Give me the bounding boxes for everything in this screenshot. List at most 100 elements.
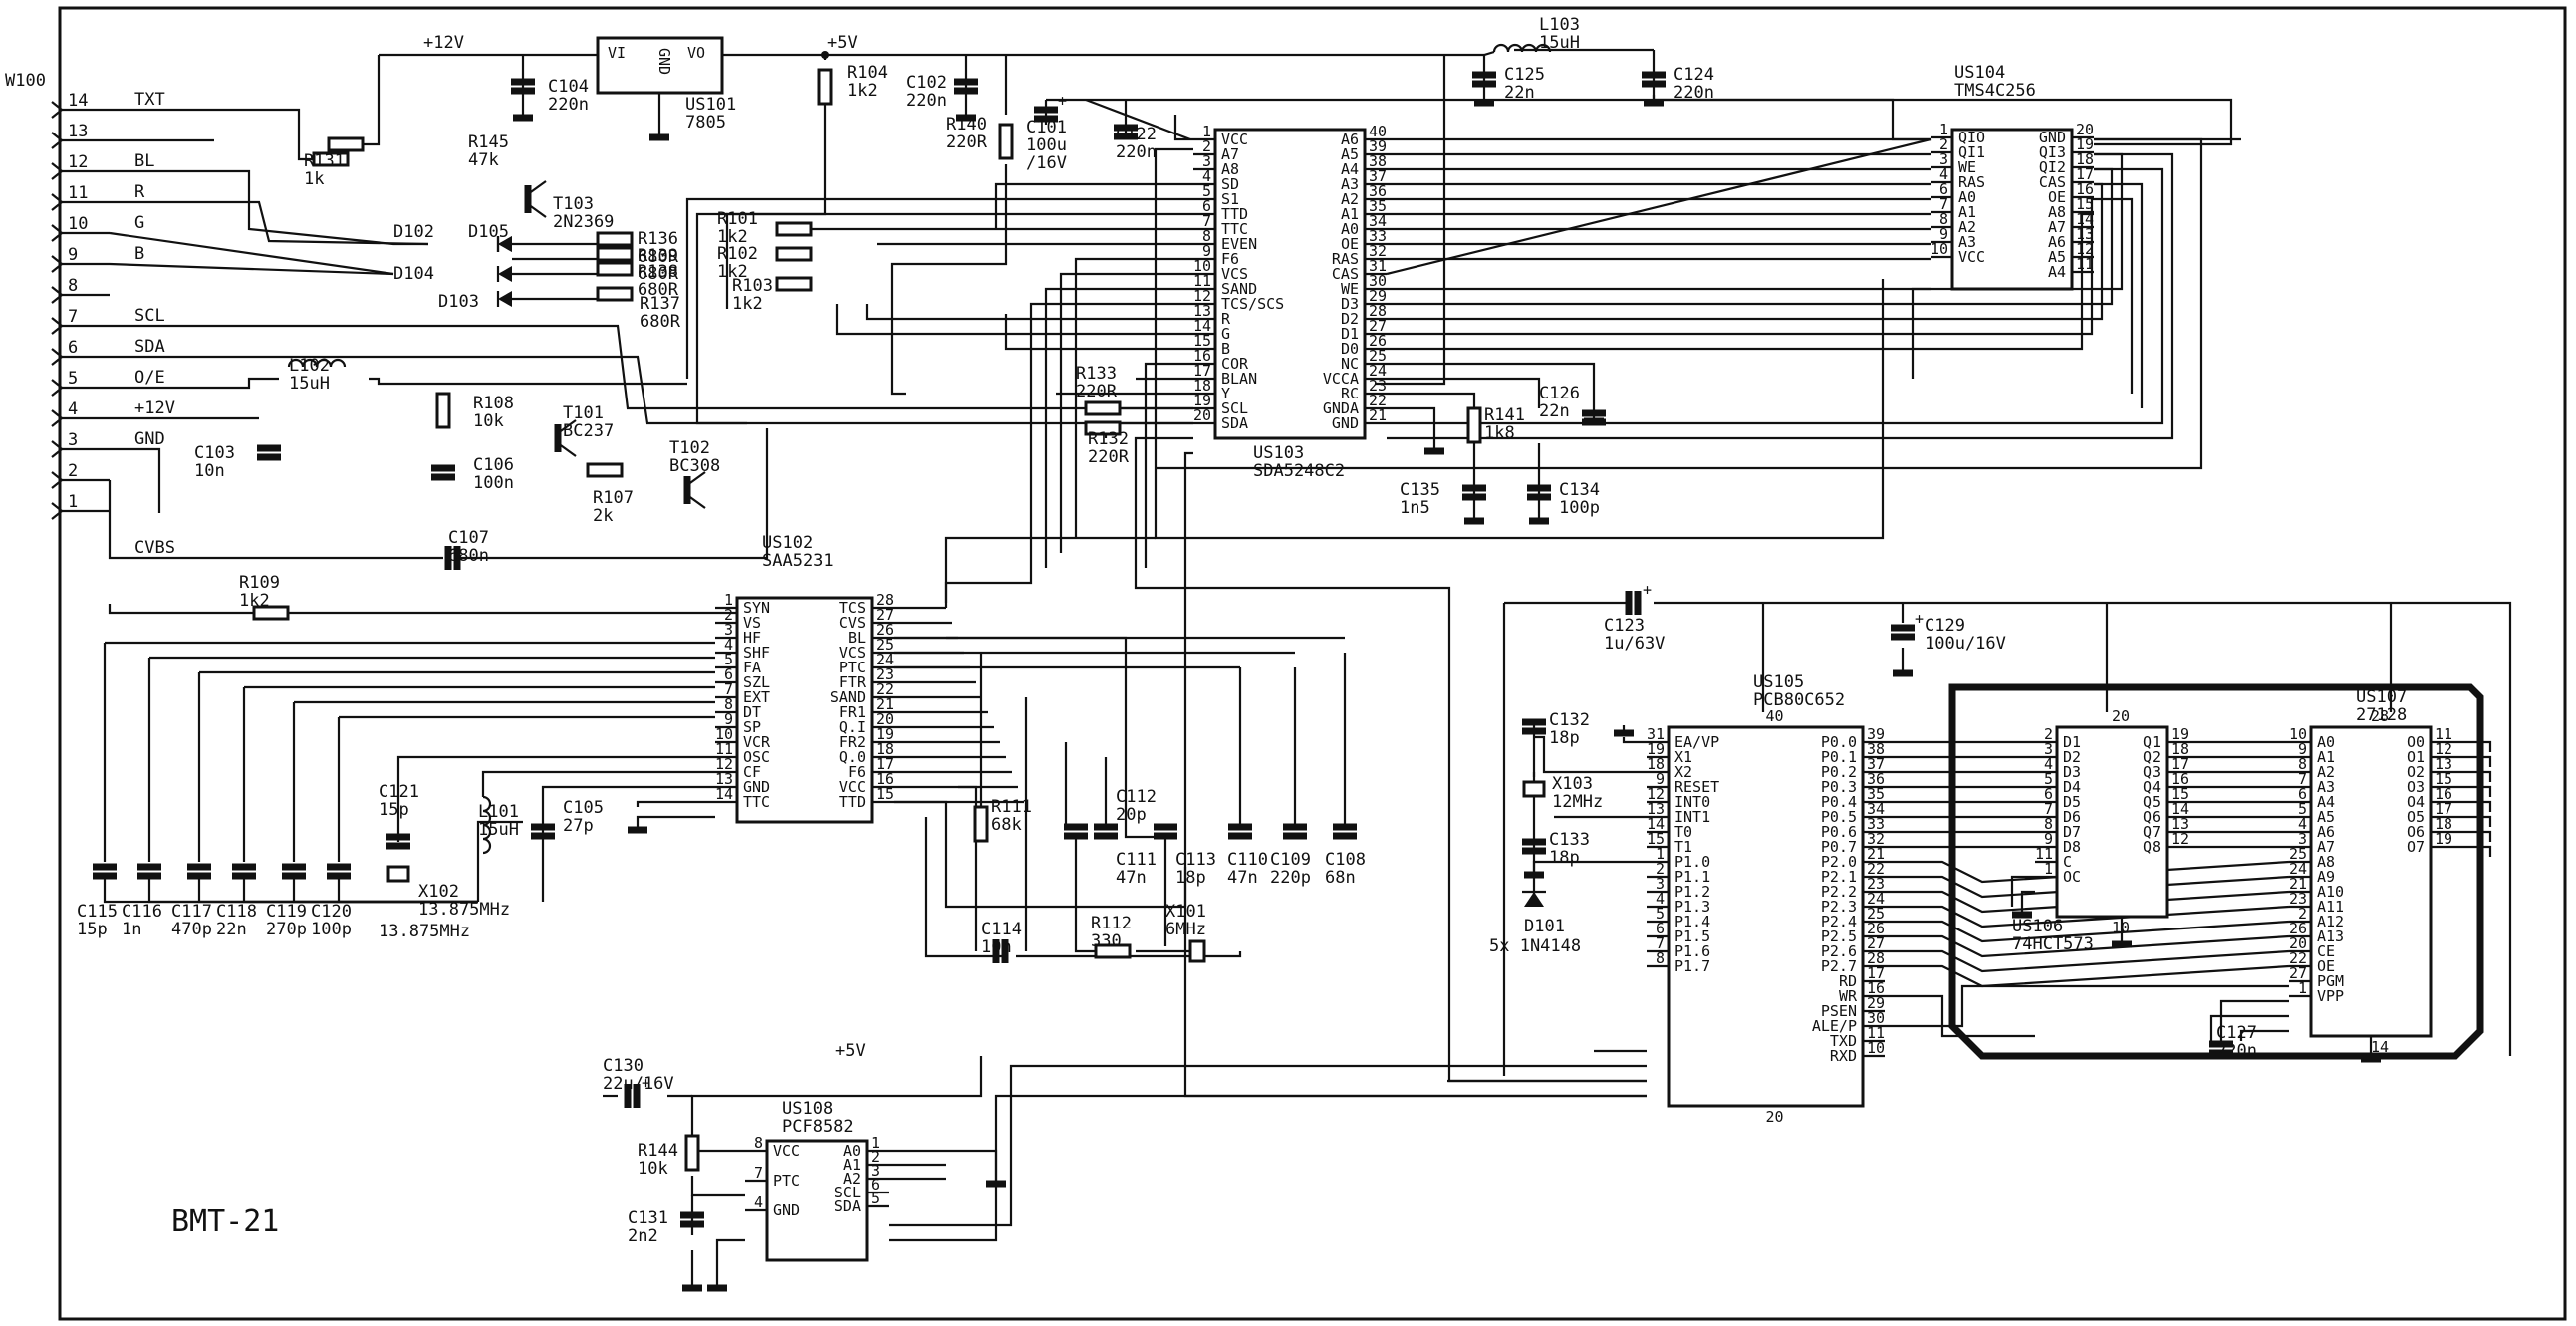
us103-pin-number: 16: [1193, 347, 1211, 365]
r136-value: 680R: [638, 247, 679, 267]
us107-pin-number: 16: [2435, 785, 2452, 803]
r107-value: 2k: [593, 506, 613, 526]
us103-pin-number: 21: [1369, 406, 1387, 424]
wire: [541, 785, 715, 902]
us104-pin-name: WE: [1958, 158, 1976, 176]
us105-pin-name: TXD: [1830, 1032, 1857, 1050]
diode: [498, 291, 512, 307]
us106-pin-name: Q8: [2143, 838, 2161, 856]
us104-pin-name: OE: [2048, 188, 2066, 206]
us103-pin-name: Y: [1221, 385, 1230, 402]
r112-resistor: [1094, 943, 1132, 959]
us105-pin-number: 22: [1867, 860, 1885, 878]
us106-pin-number: 6: [2044, 785, 2053, 803]
us105-pin-number: 10: [1867, 1039, 1885, 1057]
us104-pin-number: 19: [2076, 135, 2094, 153]
us102-pin-name: FTR: [839, 673, 867, 691]
us108-part: PCF8582: [782, 1117, 854, 1137]
us102-pin-number: 26: [876, 621, 894, 639]
wire: [890, 164, 1008, 396]
us102-pin-number: 11: [715, 740, 733, 758]
us107-pin-number: 9: [2298, 740, 2307, 758]
wire: [2452, 785, 2492, 797]
us102-pin-number: 20: [876, 710, 894, 728]
c113-value: 18p: [1175, 868, 1206, 888]
us102-pin-number: 22: [876, 680, 894, 698]
us102-pin-name: FR1: [839, 703, 866, 721]
wire: [1156, 137, 2203, 470]
connector-pin-name: +12V: [134, 398, 175, 418]
us105-pin-number: 25: [1867, 905, 1885, 923]
wire: [1059, 272, 1193, 553]
t102-ref: T102: [669, 438, 710, 458]
wire: [1532, 860, 1647, 887]
us108-ref: US108: [782, 1099, 833, 1119]
us105-pin-number: 40: [1766, 707, 1784, 725]
us103-pin-name: SDA: [1221, 414, 1248, 432]
connector-pin-name: SDA: [134, 337, 165, 357]
us105-pin-name: P2.2: [1821, 883, 1857, 901]
wire: [2020, 890, 2035, 907]
us105-pin-number: 27: [1867, 934, 1885, 952]
us102-pin-number: 1: [724, 591, 733, 609]
r137-value: 680R: [640, 312, 681, 332]
wire: [1885, 934, 2290, 958]
us107-pin-name: O6: [2407, 823, 2425, 841]
c104-ref: C104: [548, 77, 589, 97]
us102-pin-number: 3: [724, 621, 733, 639]
l102-ref: L102: [289, 356, 330, 376]
us103-pin-name: R: [1221, 310, 1231, 328]
us105-pin-name: P2.4: [1821, 913, 1857, 930]
wire: [715, 1238, 745, 1280]
c116-ref: C116: [122, 902, 162, 922]
c134-value: 100p: [1559, 498, 1600, 518]
us107-pin-number: 4: [2298, 815, 2307, 833]
r140-ref: R140: [946, 115, 987, 134]
wire: [2452, 815, 2492, 827]
us103-pin-name: SAND: [1221, 280, 1257, 298]
r139-resistor: [596, 246, 634, 262]
wire: [2094, 197, 2134, 394]
us107-pin-name: A8: [2317, 853, 2335, 871]
us106-pin-number: 9: [2044, 830, 2053, 848]
r101-resistor: [775, 221, 813, 237]
r138-ref: R138: [638, 262, 678, 282]
us105-pin-number: 24: [1867, 890, 1885, 908]
r103-ref: R103: [732, 276, 773, 296]
us103-pin-number: 18: [1193, 377, 1211, 395]
us103-pin-number: 10: [1193, 257, 1211, 275]
sheet-border: [58, 6, 2567, 1321]
c111-value: 47n: [1116, 868, 1147, 888]
us105-pin-number: 18: [1647, 755, 1665, 773]
wire: [1885, 984, 2289, 1028]
us103-pin-name: VCS: [1221, 265, 1248, 283]
us102-pin-number: 15: [876, 785, 894, 803]
us101-pin-vo: VO: [687, 44, 705, 62]
us103-pin-name: A1: [1341, 205, 1359, 223]
d101-value: 5x 1N4148: [1489, 936, 1581, 956]
us105-pin-name: WR: [1839, 987, 1858, 1005]
c124-value: 220n: [1674, 83, 1714, 103]
connector-pin-number: 9: [68, 245, 78, 265]
c129-polarity: +: [1915, 610, 1924, 628]
us102-pin-number: 9: [724, 710, 733, 728]
wire: [1144, 362, 1193, 568]
connector-pin-name: O/E: [134, 368, 165, 388]
c123-ref: C123: [1604, 616, 1645, 636]
us107-pin-name: A12: [2317, 913, 2344, 930]
c127-ref: C127: [2216, 1023, 2257, 1043]
c108-ref: C108: [1325, 850, 1366, 870]
us102-pin-name: SYN: [743, 599, 770, 617]
us103-pin-name: TTC: [1221, 220, 1248, 238]
us105-pin-number: 39: [1867, 725, 1885, 743]
us105-pin-name: X2: [1674, 763, 1692, 781]
wire: [1622, 737, 1647, 744]
rail-5v-label: +5V: [827, 33, 858, 53]
r144-value: 10k: [638, 1159, 668, 1179]
t102-transistor: [686, 494, 706, 509]
us105-pin-name: PSEN: [1821, 1002, 1857, 1020]
x103-ref: X103: [1552, 774, 1593, 794]
c135-ref: C135: [1400, 480, 1440, 500]
r104-value: 1k2: [847, 81, 878, 101]
